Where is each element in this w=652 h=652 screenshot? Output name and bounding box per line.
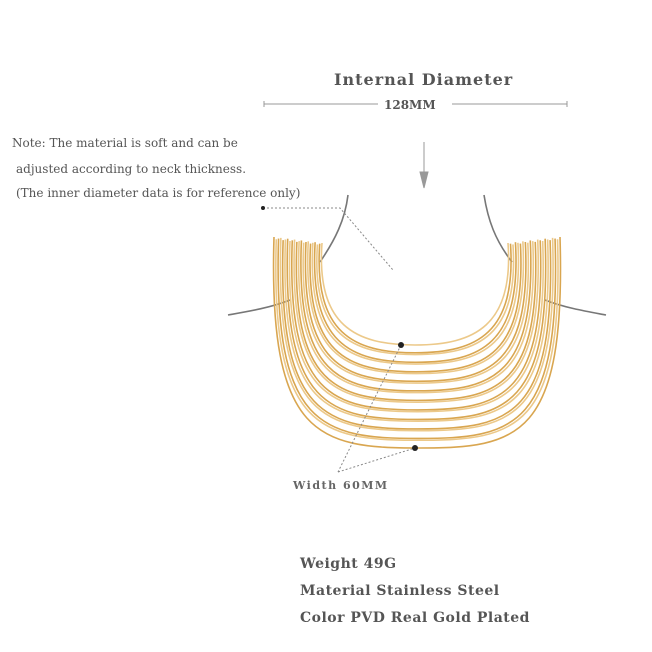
spec-color: Color PVD Real Gold Plated xyxy=(300,610,530,626)
dimension-line xyxy=(263,101,568,107)
gold-wire xyxy=(295,241,537,402)
gold-wire xyxy=(304,241,527,383)
spec-weight: Weight 49G xyxy=(300,556,397,572)
gold-wire xyxy=(284,239,549,422)
gold-wire xyxy=(290,240,542,411)
gold-wire xyxy=(275,239,559,442)
measure-guides xyxy=(263,207,416,473)
marker-dot xyxy=(412,445,418,451)
gold-wire-collar xyxy=(272,236,562,449)
gold-wire xyxy=(318,243,512,354)
marker-dot xyxy=(261,206,265,210)
gold-wire xyxy=(313,242,517,364)
gold-wire xyxy=(286,238,547,421)
arrow-down-icon xyxy=(419,142,429,189)
gold-wire xyxy=(281,240,552,430)
note-line: Note: The material is soft and can be xyxy=(12,136,238,150)
gold-wire xyxy=(288,240,545,413)
gold-wire xyxy=(277,238,557,440)
width-label: Width 60MM xyxy=(293,479,389,492)
marker-dot xyxy=(398,342,404,348)
internal-diameter-title: Internal Diameter xyxy=(334,70,514,89)
gold-wire xyxy=(279,237,554,432)
gold-wire xyxy=(320,242,510,346)
gold-wire xyxy=(272,236,562,449)
gold-wire xyxy=(309,243,522,373)
note-line: adjusted according to neck thickness. xyxy=(16,162,247,176)
diameter-value: 128MM xyxy=(384,98,436,112)
gold-wire xyxy=(311,242,520,365)
note-line: (The inner diameter data is for referenc… xyxy=(16,186,301,200)
gold-wire xyxy=(306,241,525,375)
gold-wire xyxy=(302,242,530,384)
gold-wire xyxy=(300,240,532,392)
gold-wire xyxy=(293,239,540,403)
gold-wire xyxy=(316,244,515,356)
spec-material: Material Stainless Steel xyxy=(300,583,500,599)
gold-wire xyxy=(297,241,535,394)
